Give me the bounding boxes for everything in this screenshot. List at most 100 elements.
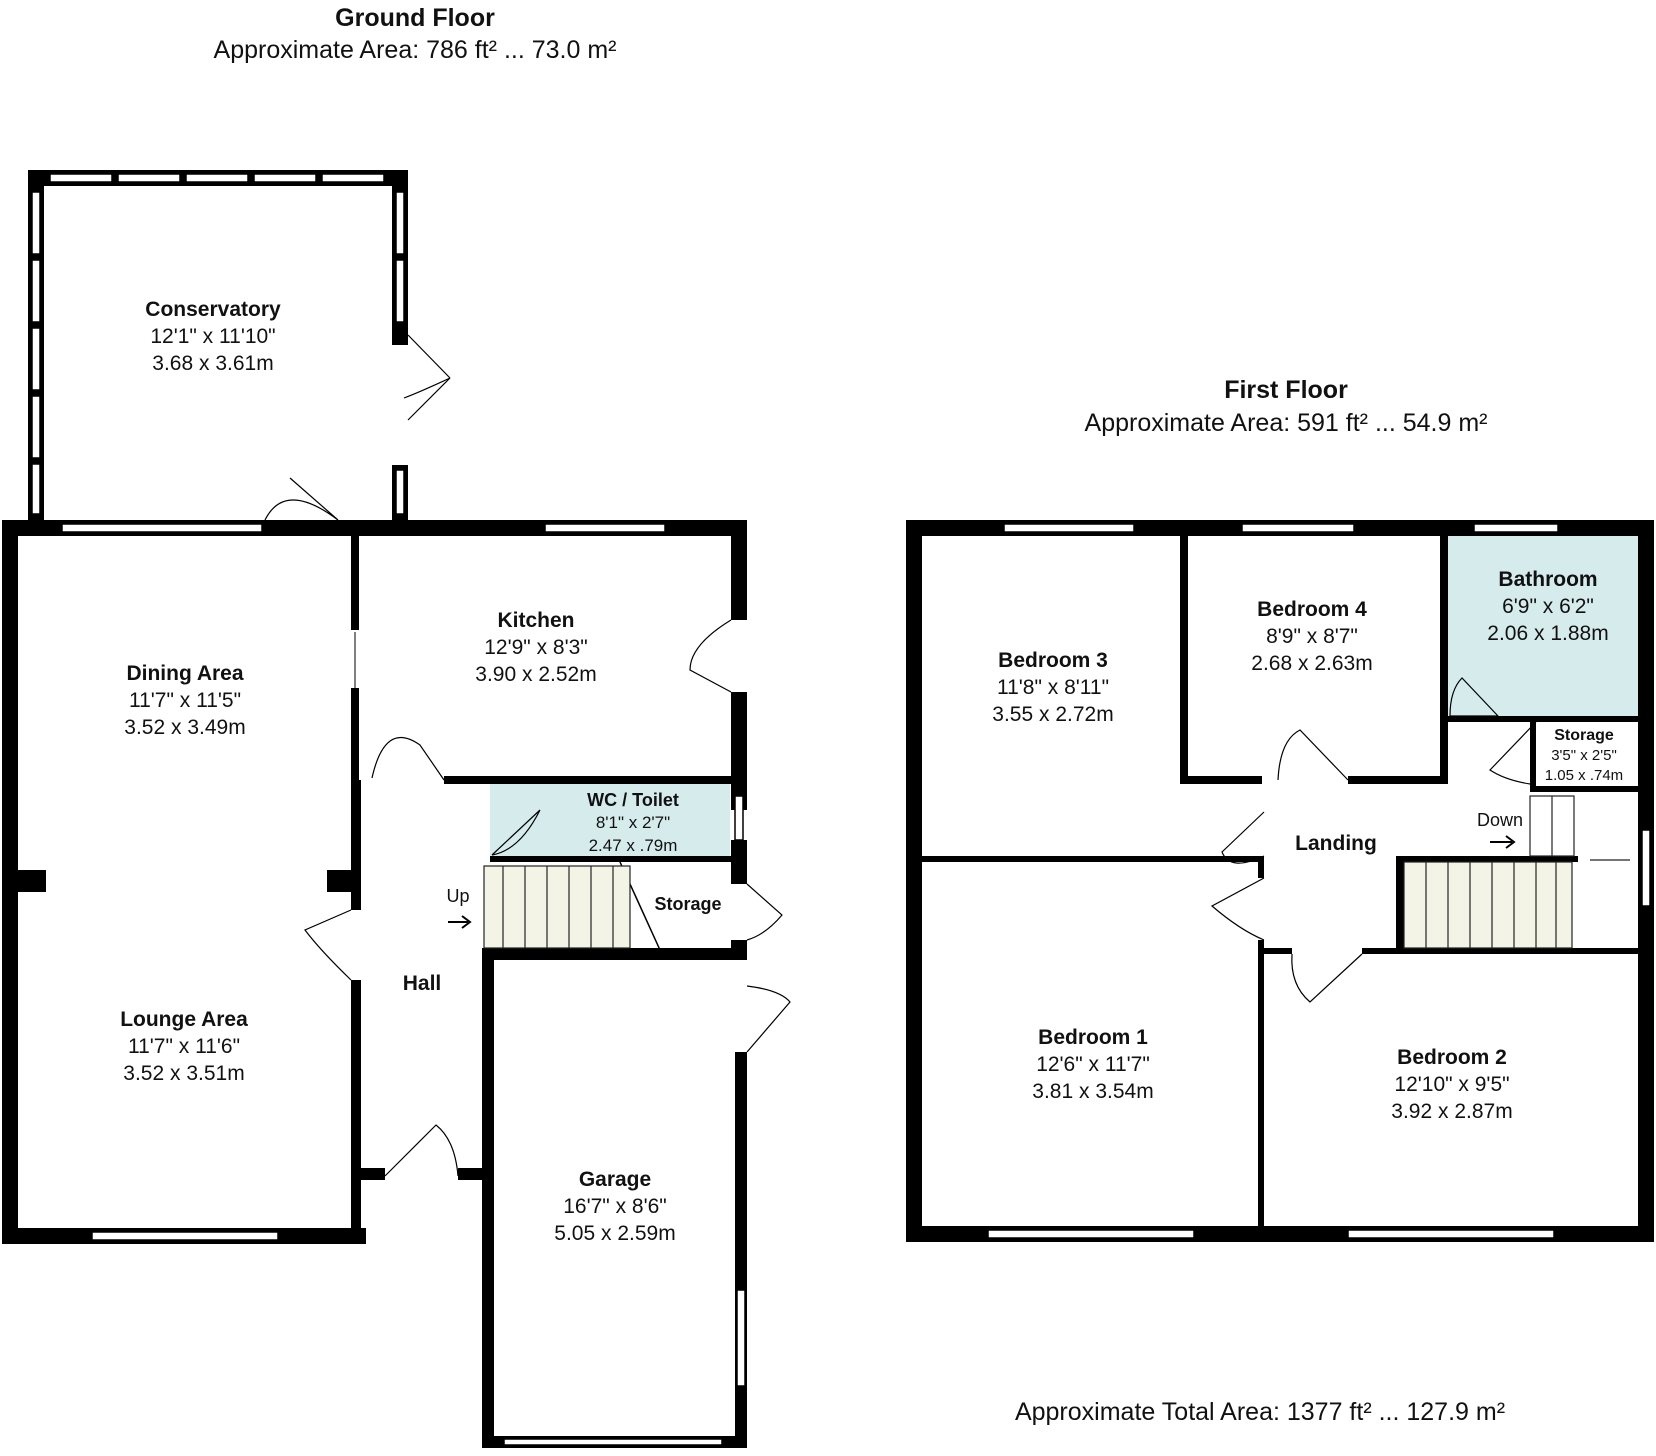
lounge-pillar-left — [18, 870, 46, 892]
room-name: Bathroom — [1498, 568, 1597, 591]
room-imperial: 8'9" x 8'7" — [1266, 625, 1358, 648]
kitchen-door — [371, 736, 445, 781]
room-name: Kitchen — [497, 609, 574, 632]
room-metric: 2.47 x .79m — [589, 836, 678, 855]
room-imperial: 16'7" x 8'6" — [563, 1195, 667, 1218]
room-imperial: 12'10" x 9'5" — [1394, 1073, 1509, 1096]
room-landing: Landing — [1295, 832, 1377, 855]
storage-bottom-wall — [1530, 786, 1638, 792]
room-name: Garage — [579, 1168, 651, 1191]
bathroom-door — [1449, 677, 1500, 717]
ground-floor-plan: Up Conservatory 12'1" x 11'10" 3.68 x 3.… — [2, 170, 791, 1448]
storage-door — [746, 883, 783, 941]
room-imperial: 3'5" x 2'5" — [1551, 747, 1617, 764]
lounge-door — [304, 909, 352, 981]
bedroom3-door — [1221, 811, 1265, 864]
room-imperial: 12'6" x 11'7" — [1036, 1053, 1150, 1076]
room-name: Bedroom 4 — [1257, 598, 1367, 621]
room-bedroom-2: Bedroom 2 12'10" x 9'5" 3.92 x 2.87m — [1391, 1046, 1512, 1123]
dining-window — [61, 523, 263, 533]
room-metric: 3.52 x 3.51m — [123, 1062, 244, 1085]
wc-window — [734, 795, 744, 841]
front-door — [384, 1124, 459, 1177]
room-metric: 3.92 x 2.87m — [1391, 1100, 1512, 1123]
ground-floor-area: Approximate Area: 786 ft² ... 73.0 m² — [214, 36, 617, 64]
conservatory-window — [31, 395, 41, 459]
front-door-jamb-left — [361, 1168, 385, 1180]
room-imperial: 12'9" x 8'3" — [484, 636, 588, 659]
room-wc: WC / Toilet 8'1" x 2'7" 2.47 x .79m — [587, 790, 679, 855]
room-name: Storage — [1554, 727, 1614, 744]
conservatory-window — [395, 259, 405, 323]
garage-window — [736, 1289, 746, 1387]
room-metric: 1.05 x .74m — [1545, 767, 1623, 784]
room-lounge-area: Lounge Area 11'7" x 11'6" 3.52 x 3.51m — [120, 1008, 248, 1085]
lounge-pillar-right — [327, 870, 357, 892]
room-name: Bedroom 1 — [1038, 1026, 1148, 1049]
room-imperial: 8'1" x 2'7" — [596, 813, 670, 832]
kitchen-window — [544, 523, 666, 533]
room-bedroom-1: Bedroom 1 12'6" x 11'7" 3.81 x 3.54m — [1032, 1026, 1153, 1103]
ground-floor-stairs — [483, 865, 631, 949]
room-metric: 5.05 x 2.59m — [554, 1222, 675, 1245]
lounge-window — [91, 1231, 279, 1241]
room-name: Bedroom 2 — [1397, 1046, 1507, 1069]
conservatory-window — [31, 463, 41, 515]
conservatory-window — [31, 259, 41, 323]
room-metric: 3.52 x 3.49m — [124, 716, 245, 739]
room-name: Dining Area — [126, 662, 243, 685]
kitchen-top-wall — [337, 520, 747, 536]
bathroom-bottom-wall-right — [1524, 716, 1638, 722]
room-name: Lounge Area — [120, 1008, 248, 1031]
first-floor-stairs — [1403, 795, 1630, 949]
total-area: Approximate Total Area: 1377 ft² ... 127… — [1015, 1398, 1505, 1426]
room-imperial: 11'7" x 11'6" — [128, 1035, 240, 1058]
hall-left-wall-upper — [351, 780, 361, 910]
bedroom3-window — [1003, 523, 1135, 533]
bed4-bottom-wall-right — [1348, 776, 1448, 784]
bedroom2-door — [1291, 953, 1363, 1003]
bedroom1-window — [987, 1229, 1195, 1239]
wc-door — [491, 809, 541, 856]
room-bedroom-4: Bedroom 4 8'9" x 8'7" 2.68 x 2.63m — [1251, 598, 1372, 675]
first-floor-plan: Down Bedroom 3 11'8" x 8'11" 3.55 x 2.72… — [906, 520, 1654, 1242]
garage-left-wall — [482, 948, 494, 1448]
garage-side-door — [746, 985, 791, 1053]
stairwell-wall — [1396, 858, 1404, 952]
conservatory-window — [395, 191, 405, 255]
stairs-down-arrow-icon — [1490, 835, 1516, 849]
dining-kitchen-wall-upper — [351, 520, 359, 630]
conservatory-window — [49, 173, 113, 183]
room-imperial: 6'9" x 6'2" — [1502, 595, 1594, 618]
room-name: WC / Toilet — [587, 790, 679, 810]
room-name: Conservatory — [145, 298, 281, 321]
room-storage: Storage — [654, 894, 721, 914]
conservatory-window — [31, 327, 41, 391]
room-kitchen: Kitchen 12'9" x 8'3" 3.90 x 2.52m — [475, 609, 596, 686]
bed4-bathroom-wall — [1440, 536, 1448, 784]
hall-left-wall-lower — [351, 980, 361, 1242]
room-bathroom: Bathroom 6'9" x 6'2" 2.06 x 1.88m — [1487, 568, 1608, 645]
first-floor-title: First Floor — [1224, 376, 1348, 404]
kitchen-right-wall-upper — [731, 520, 747, 620]
bed2-top-wall-left — [1258, 948, 1292, 954]
storage-door — [1489, 721, 1537, 785]
bed1-bed2-wall — [1258, 940, 1264, 1226]
landing-window — [1641, 829, 1651, 907]
room-metric: 2.68 x 2.63m — [1251, 652, 1372, 675]
room-metric: 3.90 x 2.52m — [475, 663, 596, 686]
room-name: Bedroom 3 — [998, 649, 1108, 672]
bed2-top-wall-right — [1362, 948, 1638, 954]
garage-top-wall — [482, 948, 747, 960]
kitchen-back-door — [689, 619, 732, 693]
conservatory-window — [253, 173, 317, 183]
conservatory-window — [321, 173, 385, 183]
wc-bottom-wall — [490, 856, 747, 862]
garage-door — [503, 1438, 723, 1446]
room-hall: Hall — [403, 972, 442, 995]
room-metric: 3.55 x 2.72m — [992, 703, 1113, 726]
bed4-bottom-wall-left — [1180, 776, 1262, 784]
conservatory-window — [185, 173, 249, 183]
landing-wall-stub — [1258, 856, 1264, 878]
